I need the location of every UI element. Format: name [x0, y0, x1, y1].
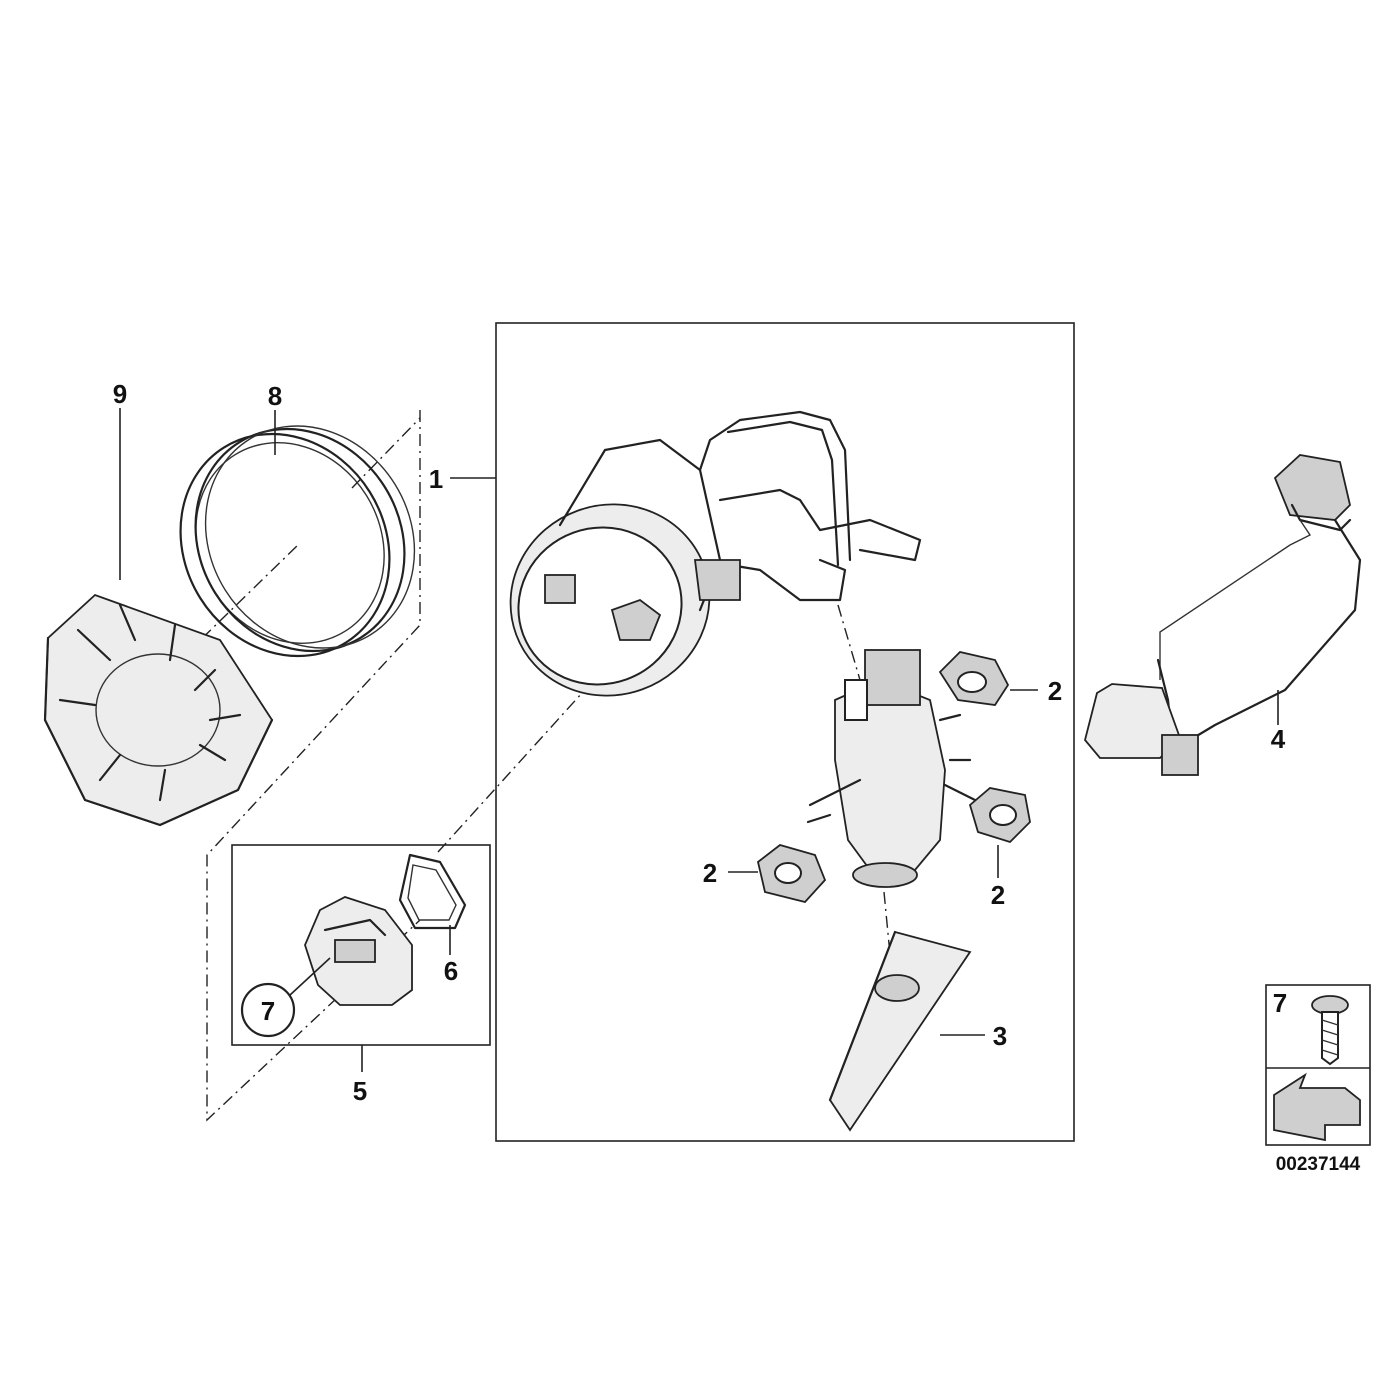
isolator-part-2-right — [968, 787, 1031, 844]
kit-frame-5 — [231, 844, 491, 1046]
label-part-7-legend: 7 — [1273, 988, 1287, 1018]
label-part-4: 4 — [1271, 724, 1286, 754]
arrow-icon — [1273, 1072, 1361, 1142]
bolt-callout-circle — [240, 982, 296, 1038]
sealing-ring-part-8 — [179, 425, 416, 658]
alignment-dash-ring — [351, 417, 421, 489]
connector-part-5 — [304, 896, 413, 1006]
assembly-frame-1 — [495, 322, 1075, 1142]
alignment-dash-pump — [837, 604, 861, 681]
legend-box — [1265, 984, 1371, 1146]
label-part-7-circle: 7 — [261, 996, 275, 1026]
label-part-5: 5 — [353, 1076, 367, 1106]
gasket-part-6 — [398, 853, 467, 930]
label-part-2-top: 2 — [1048, 676, 1062, 706]
diagram-number: 00237144 — [1276, 1154, 1361, 1175]
filter-part-3 — [828, 930, 972, 1132]
isolator-part-2-left — [756, 844, 827, 904]
label-part-8: 8 — [268, 381, 282, 411]
pump-flange-part-1 — [509, 410, 922, 697]
pump-module — [806, 649, 977, 888]
label-part-6: 6 — [444, 956, 458, 986]
label-part-2-left: 2 — [703, 858, 717, 888]
isolator-part-2-top — [938, 651, 1010, 706]
label-part-9: 9 — [113, 379, 127, 409]
leader-7 — [289, 957, 331, 996]
label-part-2-right: 2 — [991, 880, 1005, 910]
cover-part-9 — [43, 593, 274, 827]
alignment-dash-filter — [883, 891, 893, 976]
level-sensor-part-4 — [1084, 454, 1362, 776]
alignment-dash-left — [206, 410, 421, 1122]
bolt-icon — [1311, 995, 1349, 1066]
label-part-3: 3 — [993, 1021, 1007, 1051]
label-part-1: 1 — [429, 464, 443, 494]
